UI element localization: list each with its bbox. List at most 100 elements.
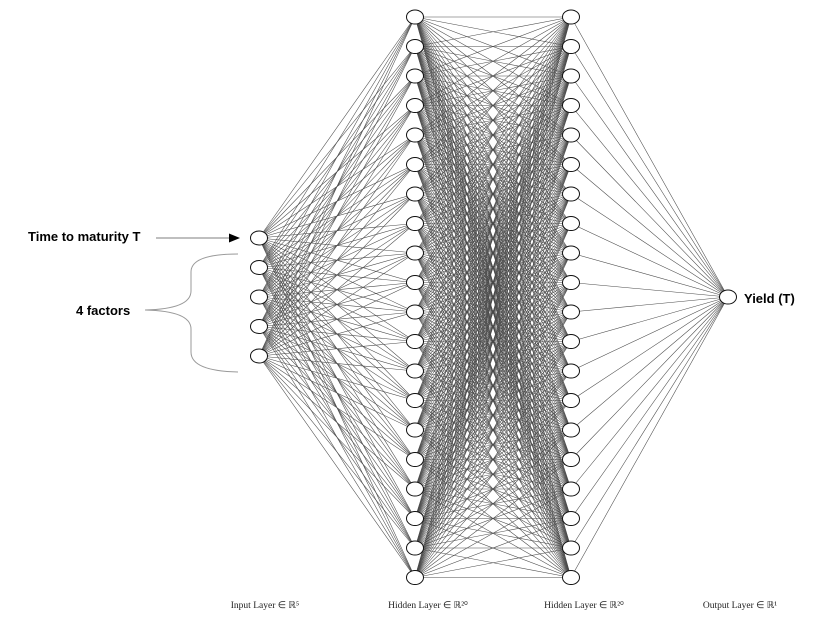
edge-l0-4-8 [258, 252, 416, 357]
edge-l0-4-15 [258, 355, 416, 460]
edge-l2-4-0 [570, 134, 729, 298]
hidden1-node-4 [406, 98, 424, 113]
edge-l1-7-0 [414, 16, 572, 224]
edge-l2-0-0 [570, 16, 729, 298]
hidden2-node-3 [562, 68, 580, 84]
edge-l0-4-18 [258, 355, 416, 549]
edge-l1-19-4 [414, 134, 572, 578]
edge-l1-19-11 [414, 341, 572, 578]
hidden1-node-8 [406, 216, 424, 231]
input-node-3 [250, 289, 268, 305]
edge-l0-4-4 [258, 134, 416, 357]
hidden2-node-6 [562, 157, 580, 172]
network-nodes [250, 9, 737, 585]
input-annotation: Time to maturity T [28, 229, 141, 244]
edge-l0-4-16 [258, 355, 416, 490]
edge-l2-8-0 [570, 252, 729, 298]
edge-l1-19-6 [414, 193, 572, 578]
hidden2-node-1 [562, 9, 580, 25]
edge-l2-9-0 [570, 282, 729, 298]
hidden2-node-2 [562, 39, 580, 54]
edge-l0-4-9 [258, 282, 416, 357]
network-edges [258, 16, 729, 578]
edge-l2-19-0 [570, 296, 729, 578]
edge-l1-17-0 [414, 16, 572, 519]
edge-l2-18-0 [570, 296, 729, 549]
hidden1-node-12 [406, 334, 424, 349]
edge-l1-19-10 [414, 311, 572, 578]
hidden1-node-1 [406, 9, 424, 25]
edge-l0-4-19 [258, 355, 416, 578]
edge-l2-6-0 [570, 193, 729, 298]
hidden1-node-9 [406, 245, 424, 261]
hidden2-node-13 [562, 363, 580, 379]
edge-l2-2-0 [570, 75, 729, 298]
hidden1-node-20 [406, 570, 424, 585]
edge-l1-19-7 [414, 223, 572, 578]
hidden2-node-15 [562, 422, 580, 438]
hidden2-node-4 [562, 98, 580, 113]
edge-l0-4-11 [258, 341, 416, 357]
edge-l1-19-2 [414, 75, 572, 578]
hidden1-node-2 [406, 39, 424, 54]
factors-annotation: 4 factors [76, 303, 131, 318]
edge-l1-5-0 [414, 16, 572, 165]
hidden2-node-7 [562, 186, 580, 202]
edge-l0-4-14 [258, 355, 416, 431]
edge-l1-14-0 [414, 16, 572, 431]
edge-l1-13-0 [414, 16, 572, 401]
hidden1-node-19 [406, 540, 424, 556]
edge-l0-4-6 [258, 193, 416, 357]
edge-l1-15-0 [414, 16, 572, 460]
edge-l1-19-5 [414, 164, 572, 578]
input-node-2 [250, 260, 268, 275]
hidden2-node-20 [562, 570, 580, 585]
input-node-4 [250, 319, 268, 334]
edge-l1-19-18 [414, 547, 572, 578]
input-node-5 [250, 348, 268, 364]
hidden1-node-6 [406, 157, 424, 172]
edge-l2-11-0 [570, 296, 729, 342]
hidden2-node-5 [562, 127, 580, 143]
factors-brace [144, 253, 239, 373]
hidden2-node-9 [562, 245, 580, 261]
edge-l1-19-16 [414, 488, 572, 578]
output-node-1 [719, 289, 737, 305]
layer-label-output: Output Layer ∈ ℝ¹ [702, 601, 778, 611]
edge-l1-19-9 [414, 282, 572, 578]
edge-l0-4-3 [258, 105, 416, 357]
edge-l2-12-0 [570, 296, 729, 372]
hidden2-node-18 [562, 511, 580, 526]
edge-l0-4-0 [258, 16, 416, 357]
layer-label-hidden-2: Hidden Layer ∈ ℝ²⁰ [544, 601, 624, 611]
hidden2-node-14 [562, 393, 580, 408]
edge-l2-14-0 [570, 296, 729, 431]
edge-l1-19-17 [414, 518, 572, 578]
edge-l2-15-0 [570, 296, 729, 460]
edge-l1-9-0 [414, 16, 572, 283]
input-node-1 [250, 230, 268, 246]
edge-l1-6-0 [414, 16, 572, 195]
layer-label-input: Input Layer ∈ ℝ⁵ [230, 601, 300, 611]
edge-l1-1-0 [414, 16, 572, 47]
edge-l1-12-0 [414, 16, 572, 372]
hidden1-node-11 [406, 304, 424, 320]
hidden2-node-8 [562, 216, 580, 231]
edge-l1-19-13 [414, 400, 572, 578]
edge-l2-13-0 [570, 296, 729, 401]
hidden1-node-5 [406, 127, 424, 143]
edge-l0-0-0 [258, 16, 416, 239]
hidden1-node-10 [406, 275, 424, 290]
edge-l0-4-12 [258, 355, 416, 372]
hidden1-node-16 [406, 452, 424, 467]
annotation-marks [144, 233, 240, 373]
edge-l1-10-0 [414, 16, 572, 313]
edge-l0-4-17 [258, 355, 416, 519]
edge-l0-2-0 [258, 16, 416, 298]
edge-l1-11-0 [414, 16, 572, 342]
edge-l0-4-5 [258, 164, 416, 357]
edge-l0-4-13 [258, 355, 416, 401]
edge-l0-1-0 [258, 16, 416, 268]
hidden1-node-17 [406, 481, 424, 497]
edge-l2-17-0 [570, 296, 729, 519]
